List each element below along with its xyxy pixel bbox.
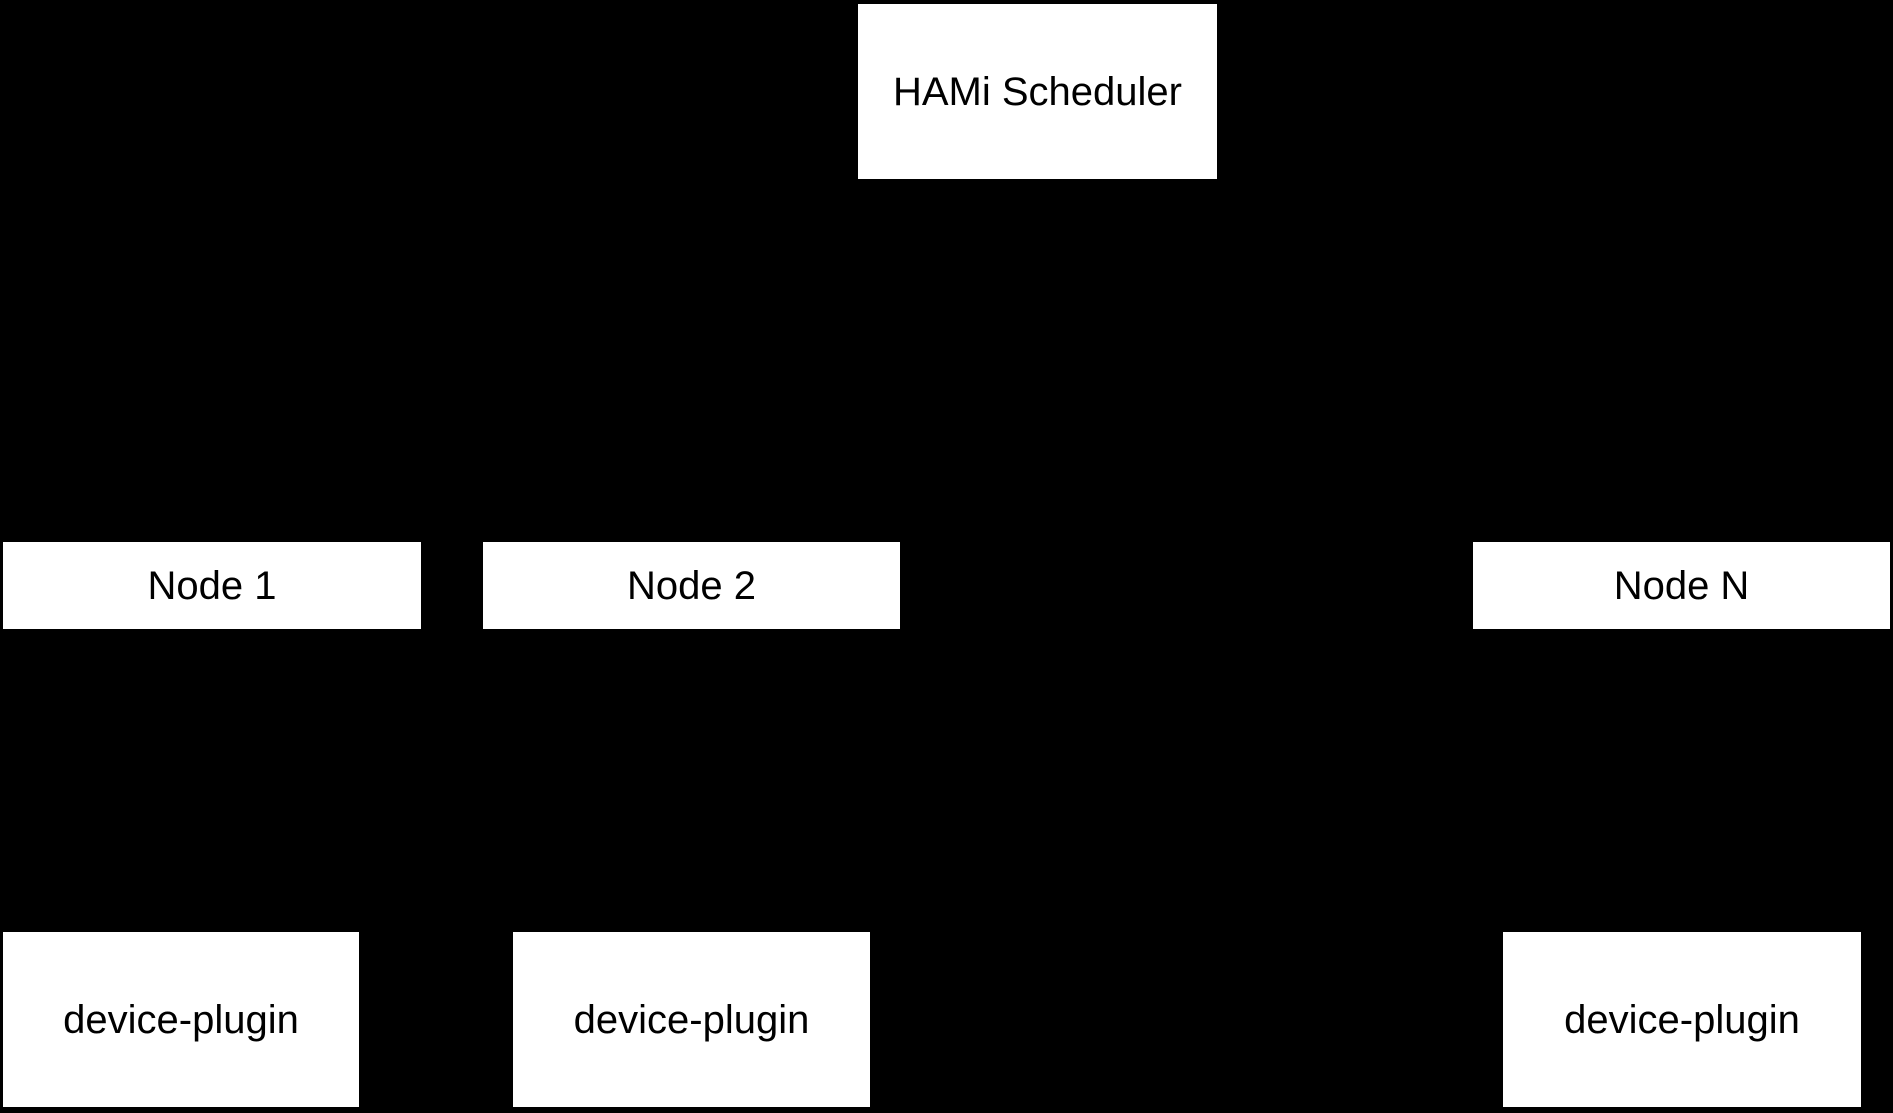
device-plugin-label-2: device-plugin bbox=[573, 997, 810, 1042]
node-1-label: Node 1 bbox=[147, 563, 277, 608]
device-plugin-box-2: device-plugin bbox=[513, 932, 870, 1107]
node-1-box: Node 1 bbox=[3, 542, 421, 629]
device-plugin-box-n: device-plugin bbox=[1503, 932, 1861, 1107]
hami-scheduler-box: HAMi Scheduler bbox=[858, 4, 1217, 179]
hami-scheduler-label: HAMi Scheduler bbox=[892, 69, 1182, 114]
node-n-label: Node N bbox=[1613, 563, 1750, 608]
node-n-box: Node N bbox=[1473, 542, 1890, 629]
device-plugin-label-1: device-plugin bbox=[63, 997, 299, 1042]
device-plugin-label-n: device-plugin bbox=[1564, 997, 1800, 1042]
device-plugin-box-1: device-plugin bbox=[3, 932, 359, 1107]
node-2-label: Node 2 bbox=[627, 563, 756, 608]
node-2-box: Node 2 bbox=[483, 542, 900, 629]
